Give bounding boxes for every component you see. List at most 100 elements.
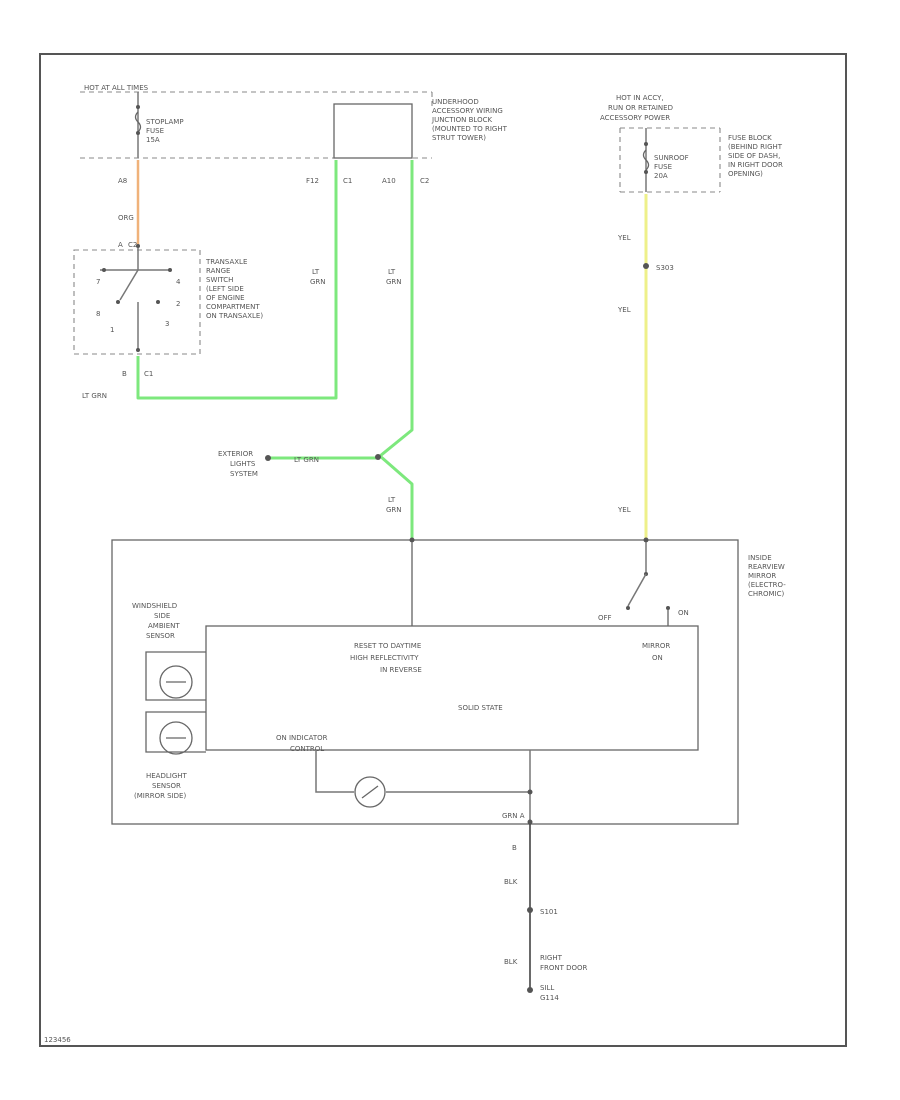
transaxle-label-7: ON TRANSAXLE) — [206, 312, 263, 320]
transaxle-bottom-pin — [136, 348, 140, 352]
mirror-pin-right — [643, 537, 649, 543]
pin-3-label: 3 — [165, 320, 169, 328]
mirror-box — [111, 539, 739, 825]
wire-blk-label-2: BLK — [504, 958, 518, 966]
sunroof-fuse-label-2: FUSE — [654, 163, 672, 171]
hot-in-acc-label-3: ACCESSORY POWER — [600, 114, 670, 122]
figure-id: 123456 — [44, 1036, 71, 1044]
ground-label-3: SILL — [540, 984, 554, 992]
pos-r-dot — [168, 268, 172, 272]
wire-org-label: ORG — [118, 214, 134, 222]
splice-s303-label: S303 — [656, 264, 674, 272]
pin-b-label: B — [122, 370, 127, 378]
pos-d-dot — [156, 300, 160, 304]
pos-n-dot — [116, 300, 120, 304]
transaxle-label-3: SWITCH — [206, 276, 233, 284]
mirror-label-3: MIRROR — [748, 572, 776, 580]
fuse-node-bottom — [136, 131, 140, 135]
wire-ltgrn-label-2b: GRN — [386, 278, 402, 286]
fuse-node-top — [136, 105, 140, 109]
solid-state-reset-2: HIGH REFLECTIVITY — [350, 654, 419, 662]
transaxle-label-1: TRANSAXLE — [205, 258, 247, 266]
solid-state-box — [205, 625, 699, 751]
connector-a10: A10 — [382, 177, 396, 185]
pin-8-label: 8 — [96, 310, 100, 318]
connector-a8: A8 — [118, 177, 127, 185]
sunroof-fuse-symbol — [642, 149, 650, 171]
exterior-lights-label-3: SYSTEM — [230, 470, 258, 478]
wire-ltgrn-inline-label: LT GRN — [82, 392, 107, 400]
hot-at-all-times-label: HOT AT ALL TIMES — [84, 84, 149, 92]
diagram-frame — [39, 53, 847, 1047]
windshield-sensor-lead — [145, 651, 206, 701]
mirror-label-4: (ELECTRO- — [748, 581, 786, 589]
indicator-lamp-filament — [361, 785, 379, 799]
pin-1-label: 1 — [110, 326, 114, 334]
windshield-sensor-label-1: WINDSHIELD — [132, 602, 177, 610]
pin-7-label: 7 — [96, 278, 100, 286]
wire-ltgrn-label-4a: LT — [388, 496, 396, 504]
pin-a-label: A — [118, 241, 123, 249]
wire-yel-label-2: YEL — [617, 306, 631, 314]
headlight-sensor-lead — [145, 711, 206, 753]
stoplamp-fuse-label-3: 15A — [146, 136, 160, 144]
exterior-lights-label-2: LIGHTS — [230, 460, 256, 468]
transaxle-switch-box — [73, 249, 201, 355]
switch-on-contact — [666, 606, 670, 610]
stoplamp-fuse-symbol — [134, 111, 142, 133]
headlight-sensor-label-2: SENSOR — [152, 782, 181, 790]
indicator-control-label-2: CONTROL — [290, 745, 324, 753]
windshield-sensor-label-2: SIDE — [154, 612, 170, 620]
ground-junction — [527, 789, 533, 795]
headlight-sensor-label-1: HEADLIGHT — [146, 772, 188, 780]
fuse-block-label-2: (BEHIND RIGHT — [728, 143, 783, 151]
solid-state-reset-1: RESET TO DAYTIME — [354, 642, 421, 650]
sunroof-fuse-node-bottom — [644, 170, 648, 174]
ground-pin-label: B — [512, 844, 517, 852]
indicator-lead-left — [315, 750, 354, 793]
transaxle-top-pin — [136, 244, 140, 248]
splice-s101-label: S101 — [540, 908, 558, 916]
mirror-switch-blade — [627, 573, 647, 607]
sunroof-fuse-label-3: 20A — [654, 172, 668, 180]
exterior-lights-node — [265, 455, 271, 461]
windshield-sensor-icon — [159, 665, 193, 699]
wire-ltgrn-label-3: LT GRN — [294, 456, 319, 464]
wire-blk-label-1: BLK — [504, 878, 518, 886]
mirror-on-label-1: MIRROR — [642, 642, 670, 650]
splice-s101-node — [527, 907, 533, 913]
headlight-sensor-label-3: (MIRROR SIDE) — [134, 792, 186, 800]
connector-c2-block: C2 — [420, 177, 429, 185]
hot-in-acc-label-1: HOT IN ACCY, — [616, 94, 664, 102]
lt-grn-wire-main — [378, 160, 414, 540]
transaxle-connector-c1: C1 — [144, 370, 153, 378]
fuse-block-label-3: SIDE OF DASH, — [728, 152, 780, 160]
mirror-label-2: REARVIEW — [748, 563, 785, 571]
sunroof-fuse-label-1: SUNROOF — [654, 154, 689, 162]
transaxle-label-2: RANGE — [206, 267, 230, 275]
indicator-lamp-icon — [354, 776, 386, 808]
transaxle-label-4: (LEFT SIDE — [206, 285, 244, 293]
switch-off-label: OFF — [598, 614, 612, 622]
wire-ltgrn-label-1a: LT — [312, 268, 320, 276]
transaxle-label-5: OF ENGINE — [206, 294, 245, 302]
wire-ltgrn-label-4b: GRN — [386, 506, 402, 514]
mirror-ground-pin — [527, 819, 533, 825]
gray-connector-label: GRN A — [502, 812, 525, 820]
fuse-block-label-5: OPENING) — [728, 170, 763, 178]
fuse-block-label-1: FUSE BLOCK — [728, 134, 772, 142]
pin-4-label: 4 — [176, 278, 181, 286]
mirror-pin-left — [409, 537, 415, 543]
underhood-label-3: JUNCTION BLOCK — [431, 116, 492, 124]
hot-in-acc-label-2: RUN OR RETAINED — [608, 104, 673, 112]
pos-p-dot — [102, 268, 106, 272]
transaxle-label-6: COMPARTMENT — [206, 303, 260, 311]
ground-label-2: FRONT DOOR — [540, 964, 588, 972]
wire-yel-label-1: YEL — [617, 234, 631, 242]
sunroof-fuse-node-top — [644, 142, 648, 146]
transaxle-connector-c2: C2 — [128, 241, 137, 249]
pin-2-label: 2 — [176, 300, 180, 308]
underhood-label-2: ACCESSORY WIRING — [432, 107, 503, 115]
wire-yel-label-3: YEL — [617, 506, 631, 514]
underhood-label-1: UNDERHOOD — [432, 98, 479, 106]
